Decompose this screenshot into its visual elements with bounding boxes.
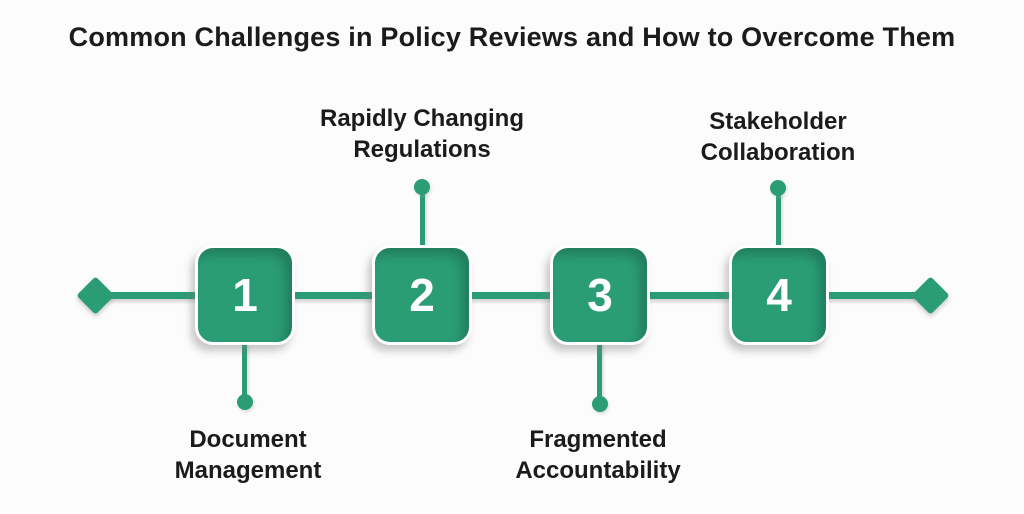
step-1-connector-line — [242, 345, 247, 397]
step-3-connector-line — [597, 345, 602, 399]
step-3-label: Fragmented Accountability — [515, 426, 681, 485]
step-3-connector-dot-icon — [592, 396, 608, 412]
step-2-connector-line — [420, 194, 425, 247]
step-2-number-box: 2 — [372, 245, 472, 345]
axis-end-diamond-icon — [911, 276, 950, 315]
step-1-number-box: 1 — [195, 245, 295, 345]
step-3-number-box: 3 — [550, 245, 650, 345]
step-4-label: Stakeholder Collaboration — [700, 108, 856, 167]
step-3-number: 3 — [587, 269, 613, 321]
page-title: Common Challenges in Policy Reviews and … — [68, 22, 956, 52]
step-1-number: 1 — [232, 269, 258, 321]
axis-start-diamond-icon — [76, 276, 115, 315]
step-4-connector-line — [776, 195, 781, 247]
timeline-axis-line — [95, 292, 930, 299]
step-1-connector-dot-icon — [237, 394, 253, 410]
step-4-number-box: 4 — [729, 245, 829, 345]
step-4-number: 4 — [766, 269, 792, 321]
step-2-number: 2 — [409, 269, 435, 321]
step-1-label: Document Management — [174, 426, 322, 485]
step-4-connector-dot-icon — [770, 180, 786, 196]
step-2-label: Rapidly Changing Regulations — [320, 105, 524, 164]
step-2-connector-dot-icon — [414, 179, 430, 195]
